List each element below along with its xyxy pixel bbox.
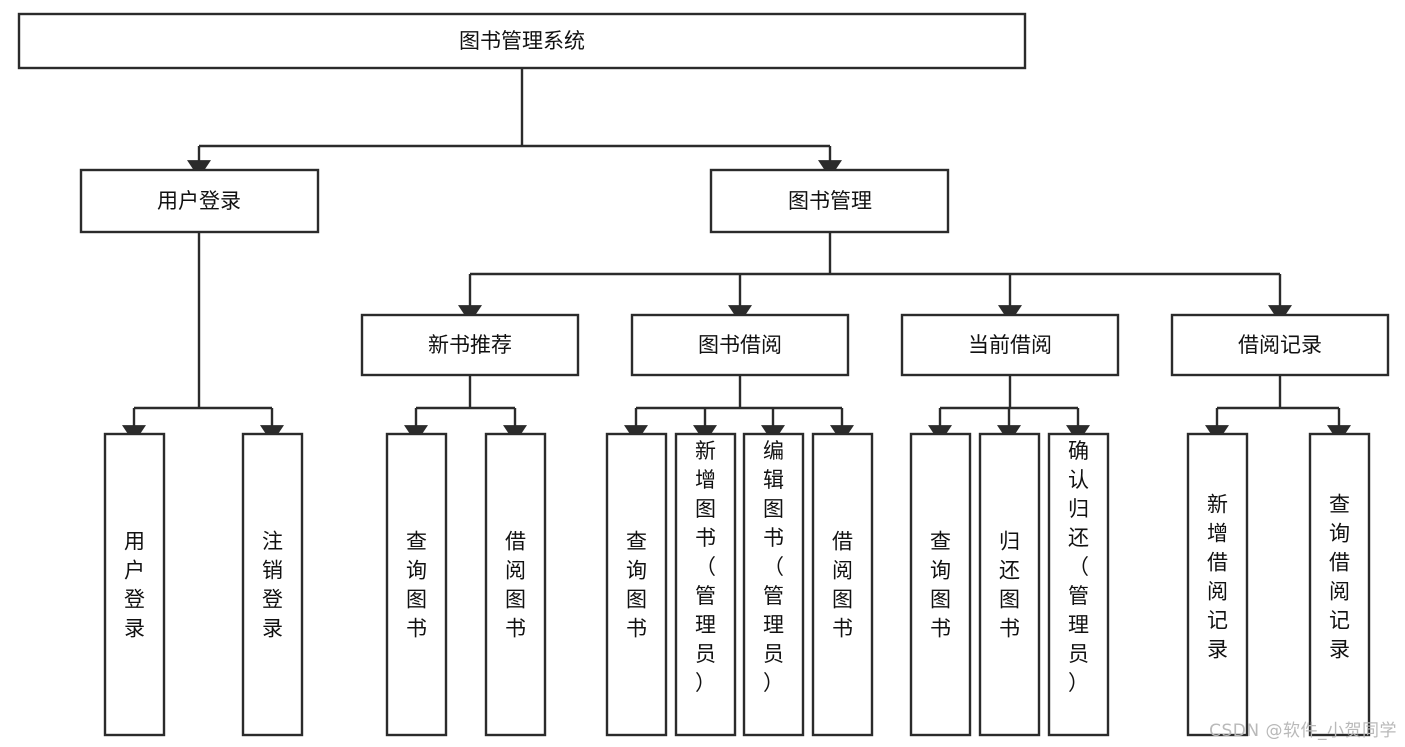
node-leaf-query-book-cur[interactable]: 查询图书: [909, 432, 972, 737]
node-new-book-recommend-box[interactable]: [360, 313, 580, 377]
node-leaf-return-book-label: 归还图书: [999, 530, 1020, 641]
connector-group-new-book-recommend: [404, 375, 527, 444]
node-leaf-confirm-return-label: 确认归还（管理员）: [1068, 439, 1089, 695]
node-leaf-query-record-box[interactable]: [1308, 432, 1371, 737]
node-leaf-return-book[interactable]: 归还图书: [978, 432, 1041, 737]
connector-group-current-borrow: [928, 375, 1090, 444]
node-leaf-query-book-rec[interactable]: 查询图书: [385, 432, 448, 737]
node-root-system-label: 图书管理系统: [459, 29, 585, 53]
node-book-borrow[interactable]: 图书借阅: [630, 313, 850, 377]
node-current-borrow-label: 当前借阅: [968, 333, 1052, 357]
node-leaf-user-login-box[interactable]: [103, 432, 166, 737]
node-new-book-recommend[interactable]: 新书推荐: [360, 313, 580, 377]
node-current-borrow[interactable]: 当前借阅: [900, 313, 1120, 377]
node-book-manage-box[interactable]: [709, 168, 950, 234]
node-leaf-add-book[interactable]: 新增图书（管理员）: [674, 432, 737, 737]
node-leaf-return-book-box[interactable]: [978, 432, 1041, 737]
node-book-borrow-label: 图书借阅: [698, 333, 782, 357]
node-book-manage[interactable]: 图书管理: [709, 168, 950, 234]
node-leaf-logout-label: 注销登录: [262, 530, 283, 641]
node-leaf-user-login[interactable]: 用户登录: [103, 432, 166, 737]
leaf-node-layer: 用户登录 注销登录 查询图书 借阅图书 查询图书 新增图书（管理员） 编辑图书（管理员） 借阅…: [103, 432, 1371, 737]
node-borrow-record-box[interactable]: [1170, 313, 1390, 377]
node-leaf-borrow-book-label: 借阅图书: [832, 530, 853, 641]
node-book-manage-label: 图书管理: [788, 189, 872, 213]
node-leaf-query-record[interactable]: 查询借阅记录: [1308, 432, 1371, 737]
node-leaf-borrow-book[interactable]: 借阅图书: [811, 432, 874, 737]
node-leaf-query-book-box[interactable]: [605, 432, 668, 737]
node-book-borrow-box[interactable]: [630, 313, 850, 377]
node-leaf-add-record-box[interactable]: [1186, 432, 1249, 737]
node-user-login[interactable]: 用户登录: [79, 168, 320, 234]
node-leaf-add-book-label: 新增图书（管理员）: [695, 439, 716, 695]
connector-group-root: [187, 68, 842, 179]
node-leaf-borrow-book-box[interactable]: [811, 432, 874, 737]
node-leaf-borrow-book-rec[interactable]: 借阅图书: [484, 432, 547, 737]
node-leaf-add-record-label: 新增借阅记录: [1207, 493, 1228, 662]
connector-group-user-login: [122, 232, 284, 444]
node-leaf-logout-box[interactable]: [241, 432, 304, 737]
node-leaf-user-login-label: 用户登录: [124, 530, 145, 641]
node-borrow-record-label: 借阅记录: [1238, 333, 1322, 357]
node-leaf-borrow-book-rec-label: 借阅图书: [505, 530, 526, 641]
node-leaf-edit-book[interactable]: 编辑图书（管理员）: [742, 432, 805, 737]
node-leaf-query-book-cur-box[interactable]: [909, 432, 972, 737]
node-leaf-edit-book-box[interactable]: [742, 432, 805, 737]
node-leaf-query-book-label: 查询图书: [626, 530, 647, 641]
node-current-borrow-box[interactable]: [900, 313, 1120, 377]
node-leaf-borrow-book-rec-box[interactable]: [484, 432, 547, 737]
node-leaf-confirm-return[interactable]: 确认归还（管理员）: [1047, 432, 1110, 737]
node-root-system-box[interactable]: [17, 12, 1027, 70]
node-leaf-logout[interactable]: 注销登录: [241, 432, 304, 737]
node-leaf-confirm-return-box[interactable]: [1047, 432, 1110, 737]
node-borrow-record[interactable]: 借阅记录: [1170, 313, 1390, 377]
connector-group-book-manage: [458, 232, 1292, 324]
node-leaf-query-book-rec-box[interactable]: [385, 432, 448, 737]
node-root-system[interactable]: 图书管理系统: [17, 12, 1027, 70]
node-leaf-query-record-label: 查询借阅记录: [1329, 493, 1350, 662]
node-leaf-add-book-box[interactable]: [674, 432, 737, 737]
node-leaf-add-record[interactable]: 新增借阅记录: [1186, 432, 1249, 737]
node-leaf-query-book[interactable]: 查询图书: [605, 432, 668, 737]
node-user-login-box[interactable]: [79, 168, 320, 234]
node-leaf-query-book-rec-label: 查询图书: [406, 530, 427, 641]
node-new-book-recommend-label: 新书推荐: [428, 333, 512, 357]
connector-group-borrow-record: [1205, 375, 1351, 444]
connector-group-book-borrow: [624, 375, 854, 444]
node-leaf-edit-book-label: 编辑图书（管理员）: [763, 439, 784, 695]
node-leaf-query-book-cur-label: 查询图书: [930, 530, 951, 641]
node-user-login-label: 用户登录: [157, 189, 241, 213]
